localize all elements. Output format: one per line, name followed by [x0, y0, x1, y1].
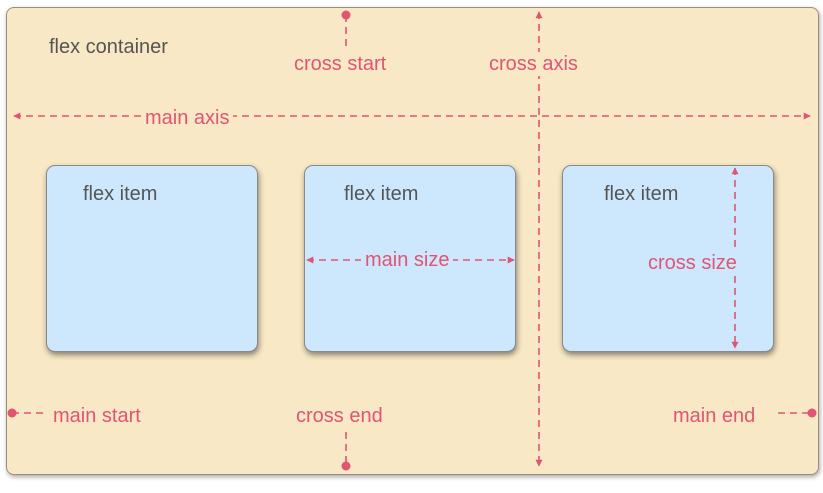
cross-start-label: cross start — [290, 52, 391, 76]
flex-item-label: flex item — [604, 183, 679, 205]
main-axis-label: main axis — [141, 106, 234, 130]
cross-end-label: cross end — [292, 404, 387, 428]
flex-container-label: flex container — [49, 36, 168, 58]
main-end-dot — [807, 408, 817, 418]
flex-item-label: flex item — [344, 183, 419, 205]
cross-axis-label: cross axis — [485, 52, 582, 76]
main-start-label: main start — [49, 404, 145, 428]
main-start-dot — [7, 408, 17, 418]
cross-end-dot — [341, 461, 351, 471]
main-size-label: main size — [361, 248, 454, 272]
flex-item-label: flex item — [83, 183, 158, 205]
cross-start-dot — [341, 10, 351, 20]
cross-size-label: cross size — [644, 251, 741, 275]
main-end-label: main end — [669, 404, 760, 428]
flex-item-1: flex item — [46, 165, 258, 352]
